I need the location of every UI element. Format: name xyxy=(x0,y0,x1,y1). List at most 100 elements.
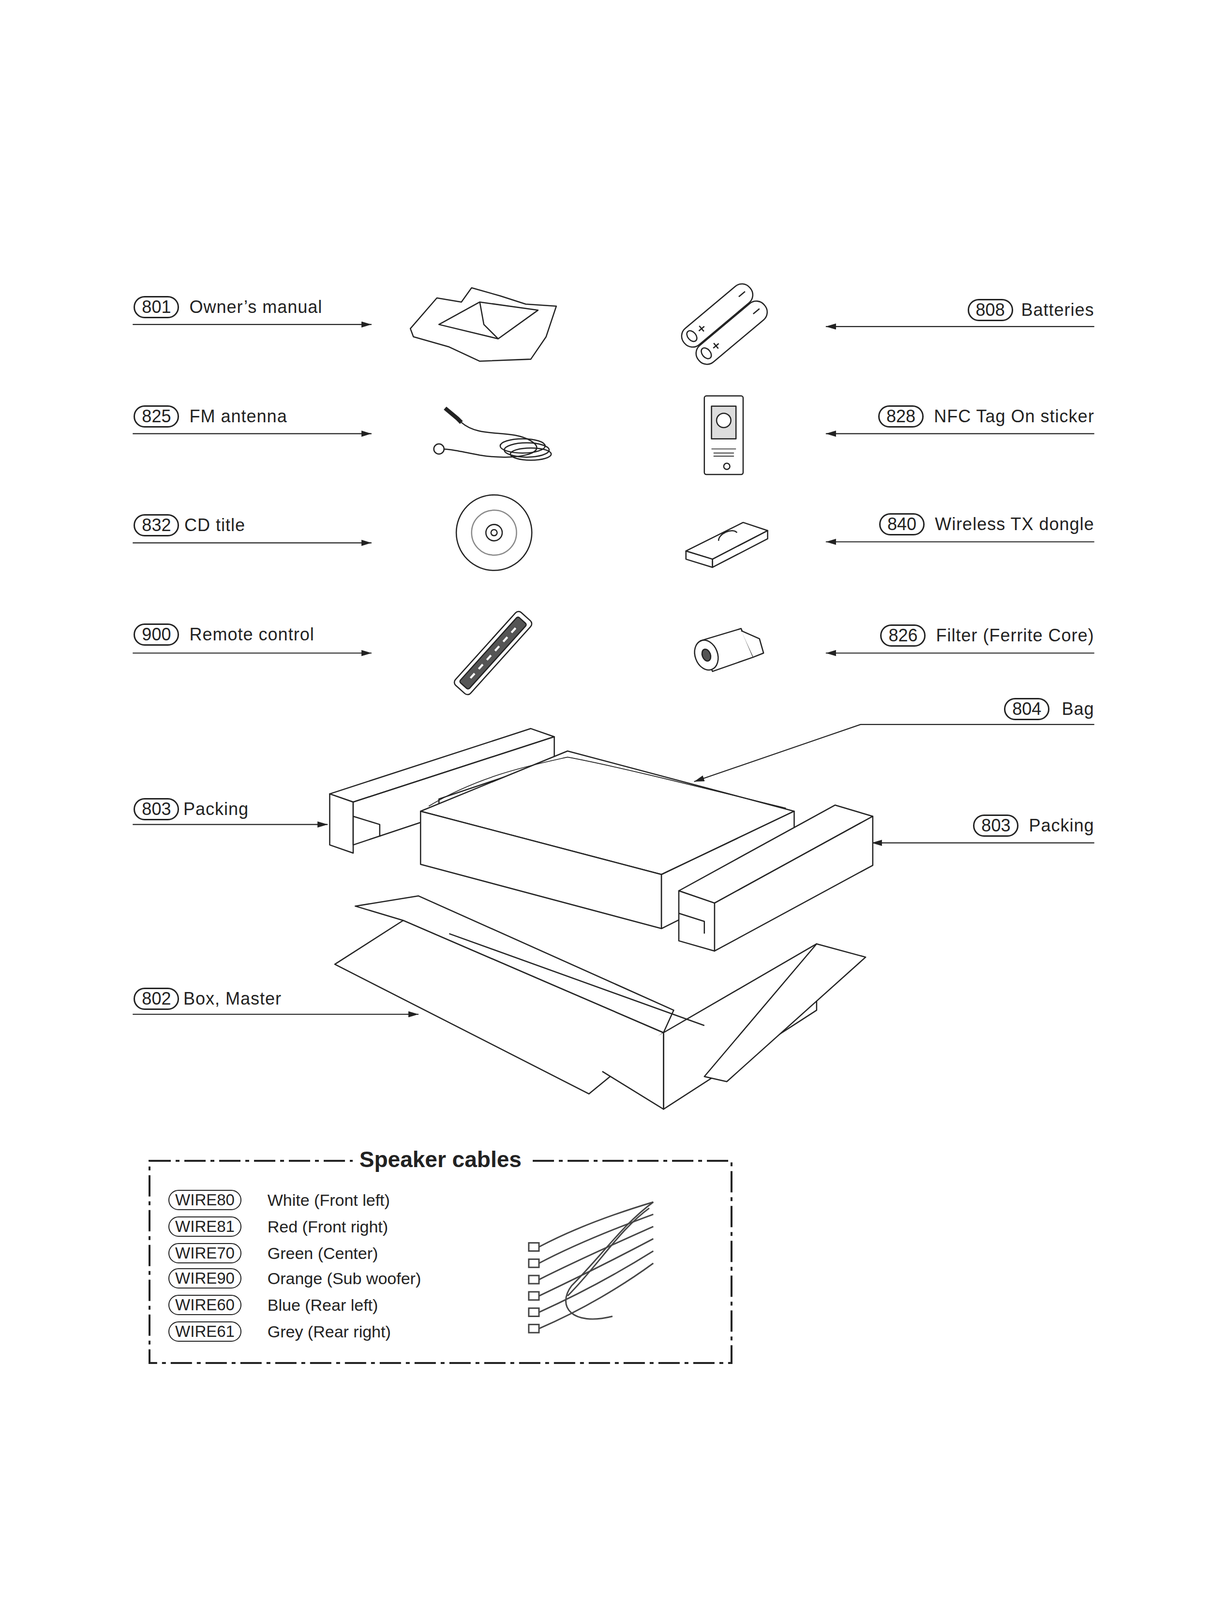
part-name: Red (Front right) xyxy=(267,1217,389,1237)
callout-number: WIRE70 xyxy=(168,1243,242,1264)
drawing-line xyxy=(132,652,372,654)
drawing-polyline xyxy=(694,724,1095,782)
drawing-path xyxy=(449,933,704,1026)
drawing-rect xyxy=(711,406,736,440)
drawing-ellipse xyxy=(510,448,552,461)
callout-number: 825 xyxy=(133,405,180,428)
callout-number: 801 xyxy=(133,296,180,319)
drawing-path xyxy=(539,1202,654,1248)
part-name: Packing xyxy=(1029,815,1095,837)
drawing-rect xyxy=(459,616,527,690)
drawing-g xyxy=(677,279,772,369)
leader-lines xyxy=(132,324,1094,1015)
drawing-path xyxy=(539,1239,654,1297)
drawing-path xyxy=(428,757,786,809)
drawing-circle xyxy=(434,444,445,455)
drawing-line xyxy=(871,842,1095,844)
callout-number: 826 xyxy=(880,624,926,647)
drawing-ellipse xyxy=(690,637,722,674)
drawing-line xyxy=(825,652,1095,654)
drawing-line xyxy=(132,824,328,826)
drawing-path xyxy=(696,289,763,352)
drawing-circle xyxy=(471,510,517,556)
drawing-path xyxy=(602,1033,664,1110)
part-name: NFC Tag On sticker xyxy=(933,406,1094,427)
group-heading: Speaker cables xyxy=(352,1147,529,1173)
drawing-path xyxy=(410,287,557,362)
drawing-line xyxy=(132,324,372,326)
drawing-path xyxy=(329,793,354,854)
drawing-line xyxy=(825,541,1095,543)
callout-number: WIRE80 xyxy=(168,1190,242,1211)
drawing-path xyxy=(445,408,462,423)
part-name: Grey (Rear right) xyxy=(267,1322,391,1342)
drawing-rect xyxy=(704,396,744,475)
callout-number: WIRE81 xyxy=(168,1216,242,1238)
part-name: FM antenna xyxy=(189,406,288,427)
drawing-circle xyxy=(491,529,498,537)
drawing-ellipse xyxy=(699,345,714,361)
drawing-circle xyxy=(723,463,731,470)
drawing-rect xyxy=(528,1308,540,1318)
part-name: Packing xyxy=(183,799,249,820)
part-name: Batteries xyxy=(1021,299,1095,321)
callout-number: 803 xyxy=(133,798,180,821)
drawing-rect xyxy=(528,1324,540,1333)
packing-drawing xyxy=(329,728,873,1110)
callout-number: 803 xyxy=(973,814,1019,838)
drawing-rect xyxy=(528,1275,540,1285)
drawing-rect xyxy=(528,1243,540,1252)
drawing-line xyxy=(132,1014,419,1016)
part-name: Green (Center) xyxy=(267,1243,379,1264)
accessory-drawings xyxy=(410,279,772,697)
part-name: CD title xyxy=(184,515,246,536)
drawing-path xyxy=(704,943,866,1082)
callout-number: 840 xyxy=(879,513,925,536)
drawing-path xyxy=(686,551,713,568)
drawing-line xyxy=(825,326,1095,328)
cable-drawing xyxy=(528,1202,654,1333)
callout-number: WIRE60 xyxy=(168,1295,242,1316)
part-name: Remote control xyxy=(189,624,315,645)
drawing-circle xyxy=(456,494,532,571)
drawing-path xyxy=(470,628,516,678)
drawing-rect xyxy=(691,297,772,369)
drawing-path xyxy=(539,1214,654,1264)
part-name: Orange (Sub woofer) xyxy=(267,1269,422,1289)
drawing-g xyxy=(452,610,534,697)
drawing-path xyxy=(711,449,736,457)
callout-number: 900 xyxy=(133,623,180,646)
drawing-circle xyxy=(485,524,503,541)
part-name: Filter (Ferrite Core) xyxy=(936,625,1095,646)
callout-number: 832 xyxy=(133,514,180,537)
drawing-line xyxy=(825,433,1095,435)
callout-number: WIRE61 xyxy=(168,1321,242,1343)
callout-number: 802 xyxy=(133,988,180,1011)
callout-number: WIRE90 xyxy=(168,1268,242,1289)
drawing-ellipse xyxy=(700,648,713,663)
drawing-rect xyxy=(528,1292,540,1301)
drawing-path xyxy=(714,816,873,952)
drawing-path xyxy=(567,1208,650,1297)
drawing-path xyxy=(712,530,768,568)
callout-number: 804 xyxy=(1003,698,1050,721)
drawing-ellipse xyxy=(684,329,699,344)
callout-number: 808 xyxy=(967,299,1014,322)
drawing-path xyxy=(663,943,817,1110)
part-name: Blue (Rear left) xyxy=(267,1295,379,1316)
drawing-circle xyxy=(716,413,732,428)
part-name: Bag xyxy=(1062,699,1095,720)
drawing-path xyxy=(565,1202,654,1320)
drawing-path xyxy=(479,301,499,339)
drawing-path xyxy=(539,1227,654,1281)
part-name: Box, Master xyxy=(183,988,282,1010)
part-name: Owner’s manual xyxy=(189,297,323,318)
drawing-path xyxy=(353,816,380,838)
drawing-path xyxy=(678,913,705,934)
drawing-line xyxy=(132,542,372,544)
drawing-line xyxy=(132,433,372,435)
drawing-rect xyxy=(528,1259,540,1268)
part-name: White (Front left) xyxy=(267,1190,390,1211)
drawing-path xyxy=(741,630,764,658)
